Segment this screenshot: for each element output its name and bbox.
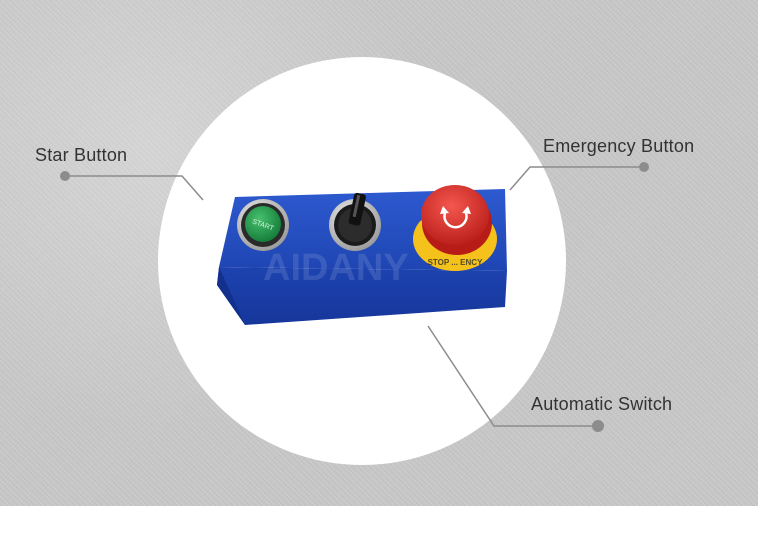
stop-ring-text: STOP ... ENCY (428, 258, 483, 267)
star-leader-line (65, 175, 204, 201)
emergency-button-label: Emergency Button (543, 136, 695, 156)
bottom-margin (0, 506, 758, 538)
watermark-text: AIDANY (263, 247, 409, 289)
star-button-label: Star Button (35, 145, 128, 165)
box-side-face (217, 267, 245, 325)
automatic-switch-label: Automatic Switch (531, 394, 673, 414)
box-front-face (217, 267, 507, 325)
emergency-stop-button[interactable]: STOP ... ENCY (413, 185, 497, 271)
green-start-button[interactable]: START (237, 199, 289, 251)
automatic-selector-switch[interactable] (329, 192, 381, 251)
control-box: AIDANY START STOP ... ENCY (217, 185, 507, 325)
mushroom-head (421, 185, 489, 245)
switch-leader-line (427, 325, 598, 427)
emergency-leader-line (509, 166, 644, 191)
mushroom-arrow-icon (443, 212, 468, 229)
